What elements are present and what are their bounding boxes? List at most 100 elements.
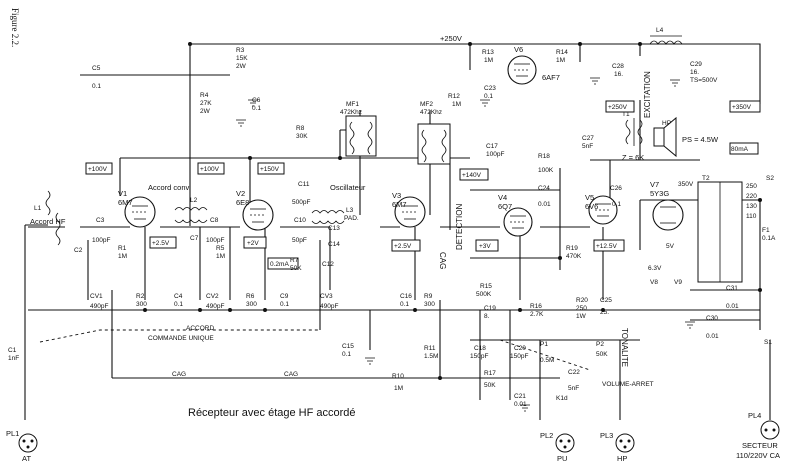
voltage-250v-rail: +250V — [440, 34, 462, 43]
label-pad: PAD. — [344, 215, 359, 222]
tube-v1-ref: V1 — [118, 189, 127, 198]
c31-ref: C31 — [726, 285, 738, 292]
coil-l2 — [174, 207, 208, 223]
r5-value: 1M — [216, 253, 225, 260]
mf2-ref: MF2 — [420, 101, 433, 108]
r12-ref: R12 — [448, 93, 460, 100]
c16-ref: C16 — [400, 293, 412, 300]
c1-value: 1nF — [8, 355, 19, 362]
p2-value: 50K — [596, 351, 608, 358]
transformer-mf2 — [417, 123, 451, 165]
r3-ref: R3 — [236, 47, 245, 54]
r9-ref: R9 — [424, 293, 433, 300]
voltage-2v: +2V — [247, 240, 259, 247]
p1-value: 0.5M — [540, 357, 554, 364]
transformer-t2 — [697, 181, 743, 283]
label-secteur-voltage: 110/220V CA — [736, 451, 780, 460]
c26-value: 0.1 — [612, 201, 621, 208]
speaker-hp — [653, 116, 677, 158]
label-volume-arret: VOLUME-ARRET — [602, 381, 654, 388]
connector-pl1 — [18, 433, 38, 453]
coil-l3 — [311, 210, 345, 224]
voltage-12-5v: +12.5V — [596, 243, 617, 250]
c19-ref: C19 — [484, 305, 496, 312]
tap-110: 110 — [746, 213, 757, 220]
r11-value: 1.5M — [424, 353, 438, 360]
tube-v7 — [652, 199, 684, 231]
label-accord-hf: Accord HF — [30, 217, 66, 226]
transformer-mf1 — [345, 115, 377, 157]
t2-ref: T2 — [702, 175, 710, 182]
c14-ref: C14 — [328, 241, 340, 248]
tap-130: 130 — [746, 203, 757, 210]
r7-value: 50K — [290, 265, 302, 272]
c12-ref: C12 — [322, 261, 334, 268]
s1-ref: S1 — [764, 339, 772, 346]
connector-pl3-name: HP — [617, 454, 627, 463]
r3-value: 15K — [236, 55, 248, 62]
voltage-140v: +140V — [462, 172, 482, 179]
tube-v7-type: 5Y3G — [650, 189, 669, 198]
r12-value: 1M — [452, 101, 461, 108]
tube-v1-type: 6M7 — [118, 198, 133, 207]
label-cag-3: CAG — [438, 252, 447, 269]
c17-ref: C17 — [486, 143, 498, 150]
c18-value: 150pF — [470, 353, 488, 360]
tube-v2 — [242, 199, 274, 231]
c22-value: 5nF — [568, 385, 579, 392]
r9-value: 300 — [424, 301, 435, 308]
tube-v2-type: 6E8 — [236, 198, 249, 207]
c25-value: 25. — [600, 309, 609, 316]
r13-value: 1M — [484, 57, 493, 64]
r16-ref: R16 — [530, 303, 542, 310]
c16-value: 0.1 — [400, 301, 409, 308]
r20-value: 250 — [576, 305, 587, 312]
c29-ref: C29 — [690, 61, 702, 68]
cv2-ref: CV2 — [206, 293, 219, 300]
r18-ref: R18 — [538, 153, 550, 160]
r4-value: 27K — [200, 100, 212, 107]
connector-pl4 — [760, 420, 780, 440]
c27-ref: C27 — [582, 135, 594, 142]
c24-ref: C24 — [538, 185, 550, 192]
c21-value: 0.01 — [514, 401, 527, 408]
c3-ref: C3 — [96, 217, 105, 224]
label-350v: 350V — [678, 181, 694, 188]
tube-v6-ref: V6 — [514, 45, 523, 54]
voltage-100v-b: +100V — [200, 166, 220, 173]
label-accord: ACCORD — [186, 325, 214, 332]
mf1-ref: MF1 — [346, 101, 359, 108]
c3-value: 100pF — [92, 237, 110, 244]
figure-label: Figure 2.2. — [10, 8, 20, 47]
r1-ref: R1 — [118, 245, 127, 252]
r20-ref: R20 — [576, 297, 588, 304]
c15-value: 0.1 — [342, 351, 351, 358]
c1-ref: C1 — [8, 347, 17, 354]
r6-value: 300 — [246, 301, 257, 308]
ground-symbols — [236, 77, 695, 412]
label-cag-2: CAG — [284, 371, 298, 378]
junctions — [143, 42, 762, 380]
label-detection: DETECTION — [455, 204, 464, 250]
l3-ref: L3 — [346, 207, 354, 214]
c9-value: 0.1 — [280, 301, 289, 308]
c31-value: 0.01 — [726, 303, 739, 310]
r20-extra: 1W — [576, 313, 587, 320]
connector-pl1-ref: PL1 — [6, 429, 19, 438]
label-cag-1: CAG — [172, 371, 186, 378]
tube-v4 — [503, 207, 533, 237]
l2-ref: L2 — [190, 197, 198, 204]
r15-ref: R15 — [480, 283, 492, 290]
c20-ref: C20 — [514, 345, 526, 352]
c26-ref: C26 — [610, 185, 622, 192]
r15-value: 500K — [476, 291, 492, 298]
c7-ref: C7 — [190, 235, 199, 242]
tube-v1 — [124, 196, 156, 228]
diagram-caption: Récepteur avec étage HF accordé — [188, 407, 356, 419]
voltage-3v: +3V — [479, 243, 491, 250]
r11-ref: R11 — [424, 345, 436, 352]
label-6-3v: 6.3V — [648, 265, 662, 272]
c25-ref: C25 — [600, 297, 612, 304]
label-excitation: EXCITATION — [643, 71, 652, 118]
c30-value: 0.01 — [706, 333, 719, 340]
